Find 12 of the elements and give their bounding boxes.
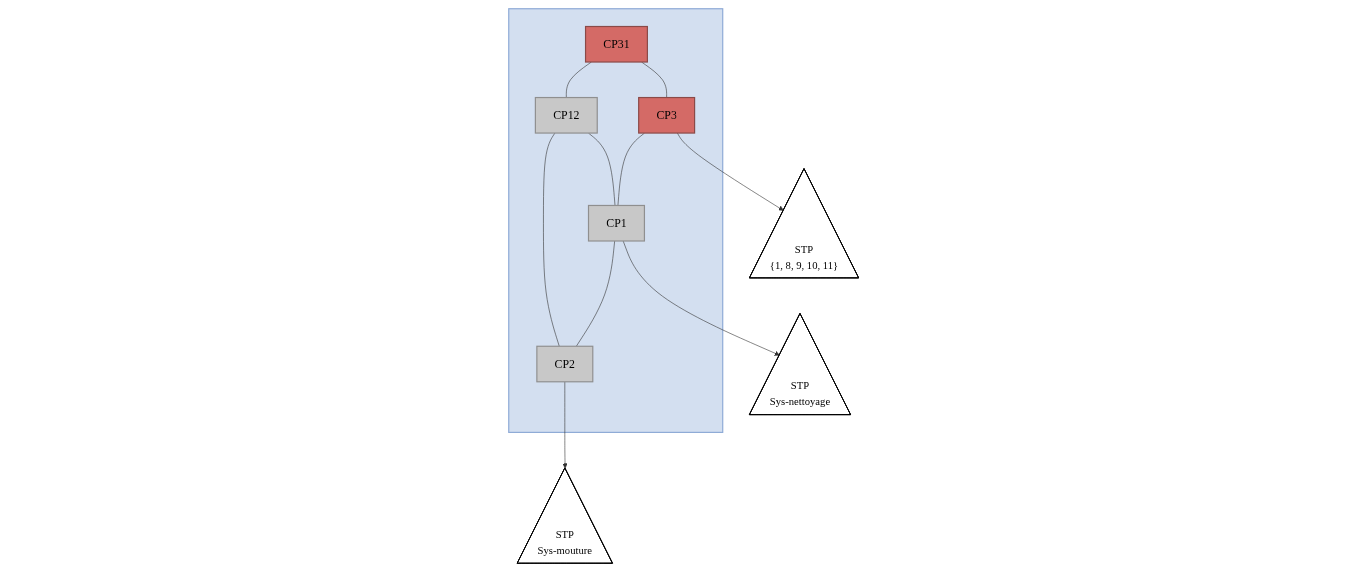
connector	[576, 240, 616, 347]
node-box: CP3	[638, 96, 696, 134]
node-box: CP1	[588, 204, 646, 242]
node-box: CP31	[585, 25, 649, 63]
connector	[617, 132, 646, 206]
cluster	[508, 8, 724, 433]
node-box: CP2	[536, 345, 594, 383]
connector	[543, 132, 560, 347]
connector	[588, 132, 616, 206]
node-box: CP12	[535, 96, 599, 134]
connector	[641, 61, 668, 98]
connector	[566, 61, 592, 98]
